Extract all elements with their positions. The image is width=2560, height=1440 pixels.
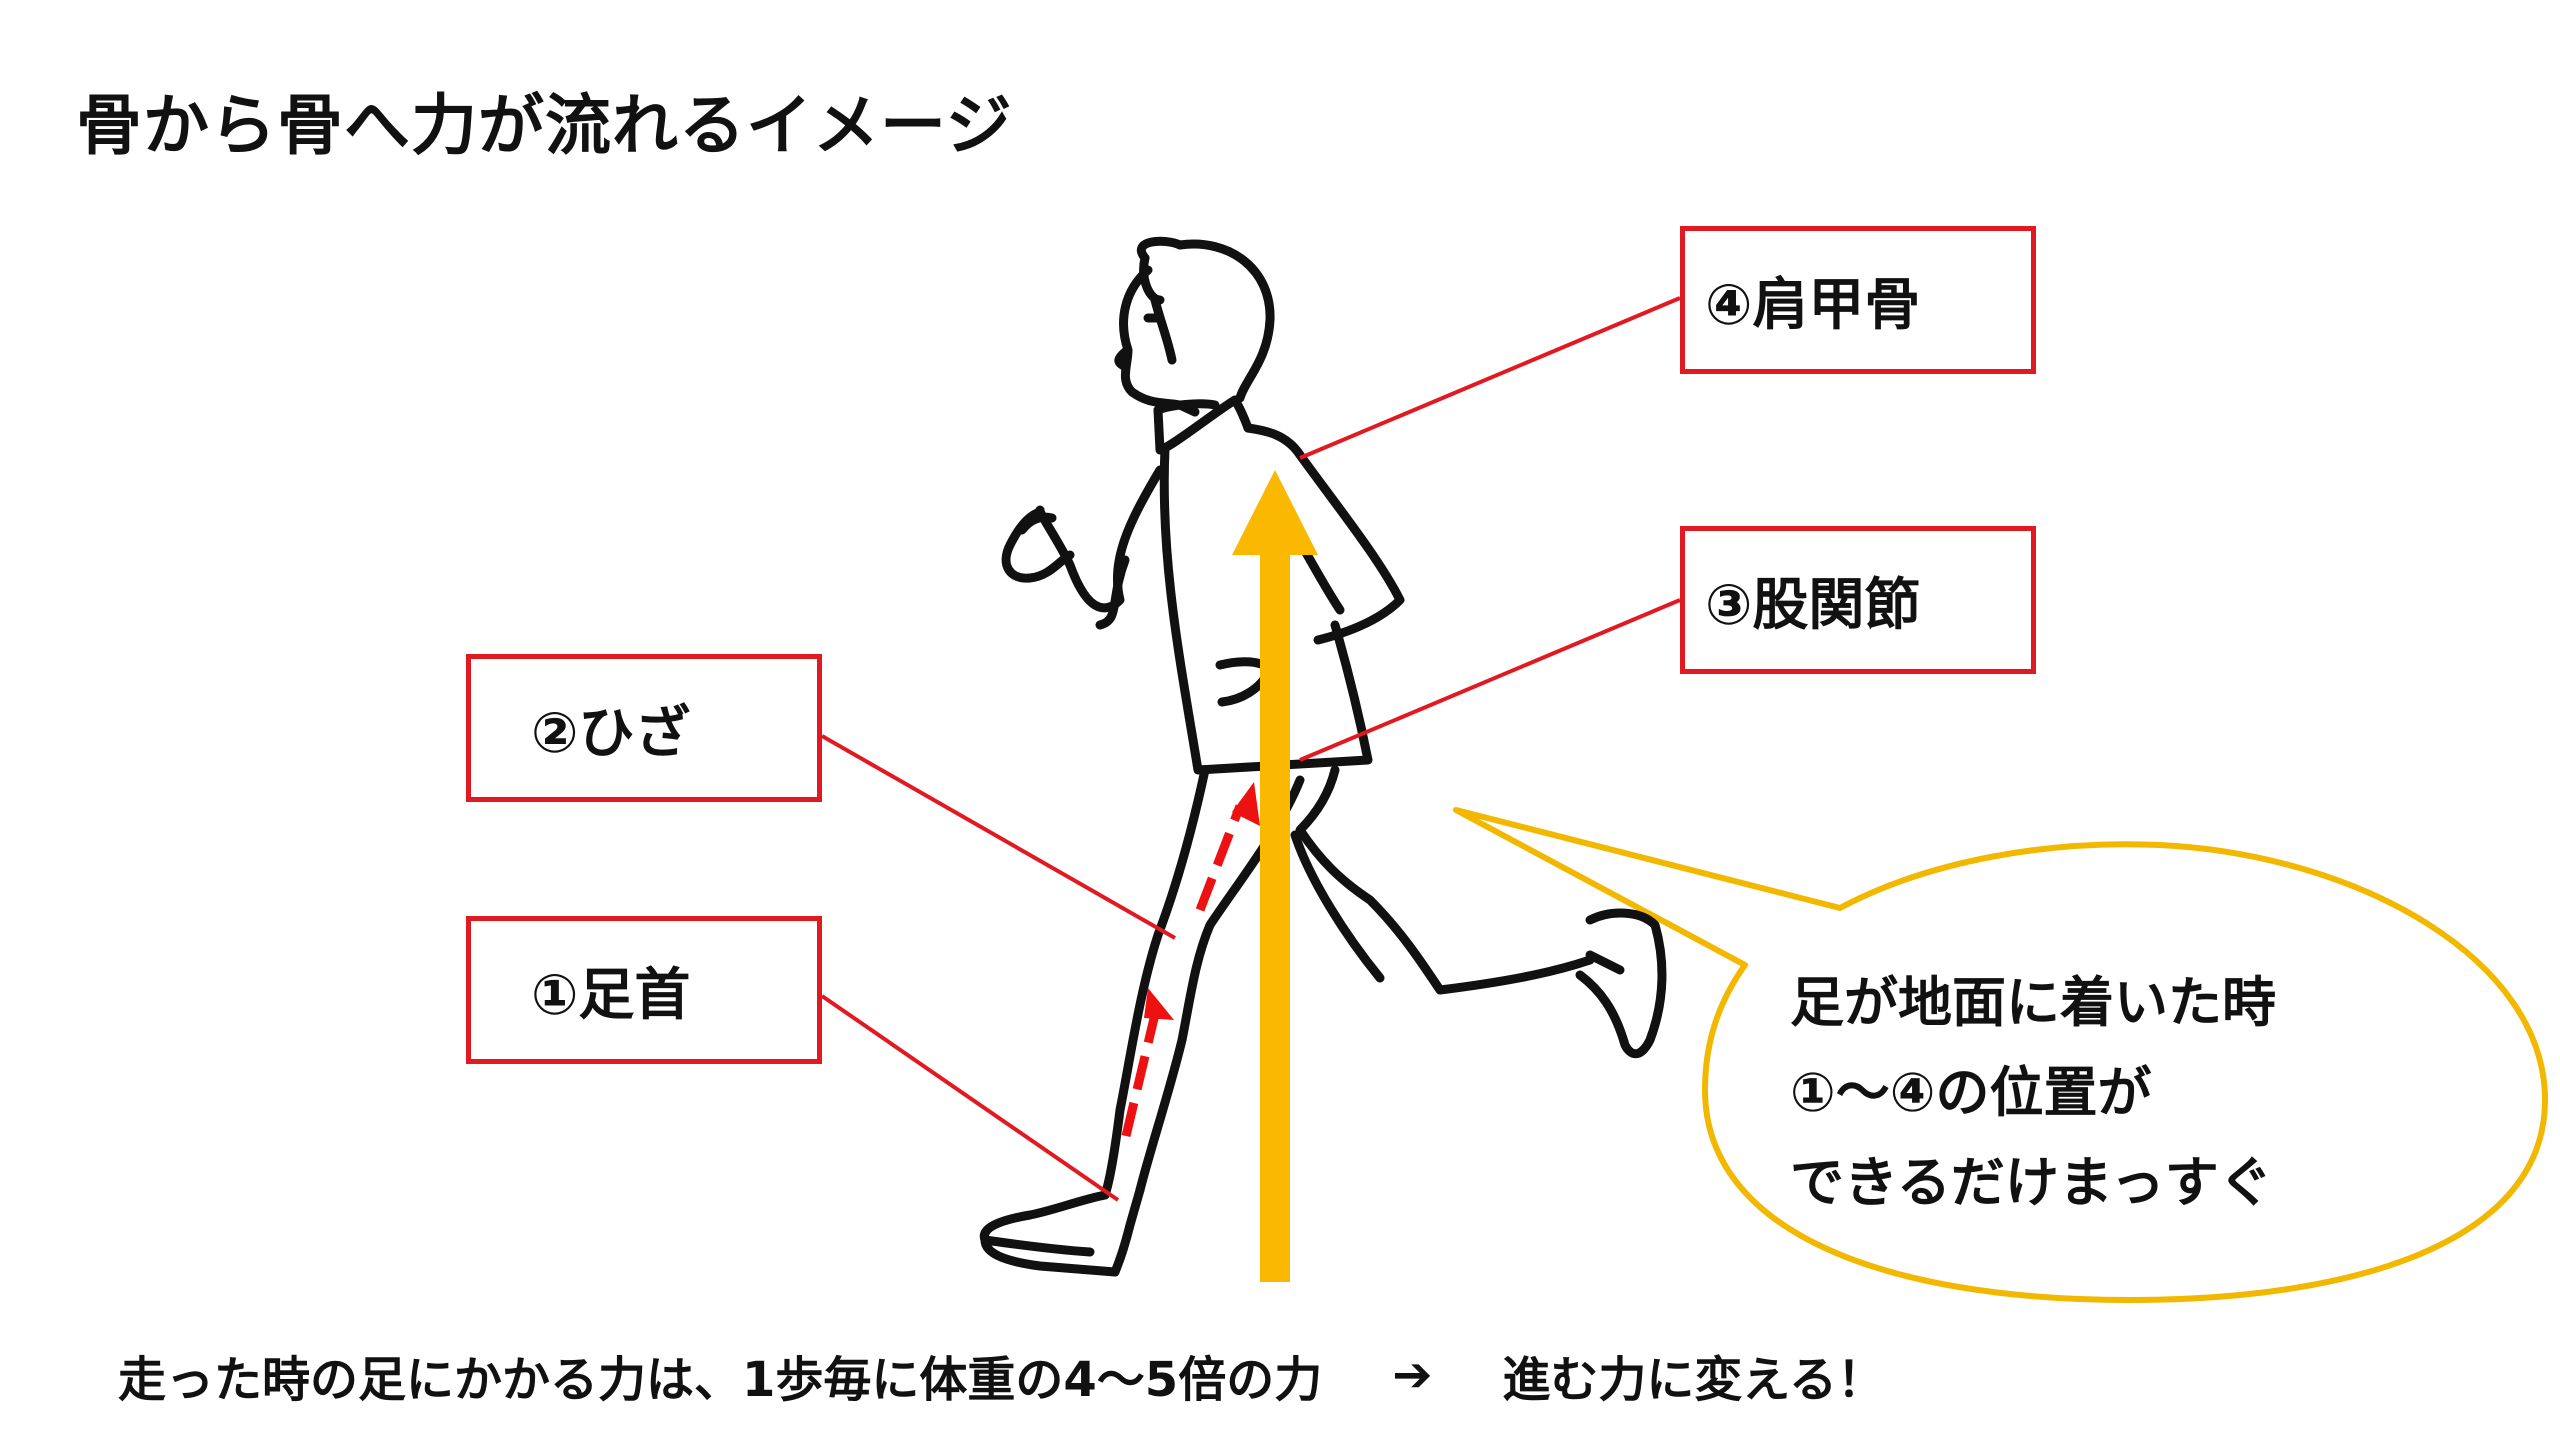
label-box-shoulder-blade: ④肩甲骨: [1680, 226, 2036, 374]
leader-line-hip: [1299, 598, 1681, 762]
speech-bubble-text: 足が地面に着いた時 ①〜④の位置が できるだけまっすぐ: [1790, 958, 2276, 1228]
bubble-line-3: できるだけまっすぐ: [1790, 1151, 2273, 1214]
bubble-line-1: 足が地面に着いた時: [1790, 971, 2276, 1034]
label-box-ankle: ①足首: [466, 916, 822, 1064]
leader-line-knee: [821, 734, 1176, 940]
right-arrow-icon: ➔: [1392, 1347, 1433, 1403]
page-title: 骨から骨へ力が流れるイメージ: [76, 87, 1013, 164]
shin-arrow-head: [1144, 988, 1174, 1020]
small-force-arrows: [1121, 782, 1260, 1138]
leader-line-shoulder: [1299, 296, 1681, 460]
label-ankle: ①足首: [531, 962, 691, 1028]
leader-lines: [820, 296, 1681, 1202]
bubble-line-2: ①〜④の位置が: [1790, 1061, 2152, 1124]
label-box-knee: ②ひざ: [466, 654, 822, 802]
label-hip-joint: ③股関節: [1705, 572, 1921, 638]
caption-right: 進む力に変える！: [1502, 1352, 1885, 1408]
bottom-caption: 走った時の足にかかる力は、1歩毎に体重の4〜5倍の力 ➔ 進む力に変える！: [118, 1340, 1885, 1410]
caption-left: 走った時の足にかかる力は、1歩毎に体重の4〜5倍の力: [118, 1352, 1323, 1408]
thigh-arrow-shaft: [1195, 804, 1245, 912]
speech-bubble: [1453, 807, 2548, 1303]
label-box-hip-joint: ③股関節: [1680, 526, 2036, 674]
leader-line-ankle: [820, 994, 1120, 1202]
vertical-force-arrow: [1232, 470, 1318, 1282]
label-shoulder-blade: ④肩甲骨: [1705, 272, 1921, 338]
shin-arrow-shaft: [1121, 1008, 1161, 1138]
runner-outline: [979, 236, 1667, 1277]
label-knee: ②ひざ: [531, 700, 691, 766]
thigh-arrow-head: [1232, 782, 1260, 826]
